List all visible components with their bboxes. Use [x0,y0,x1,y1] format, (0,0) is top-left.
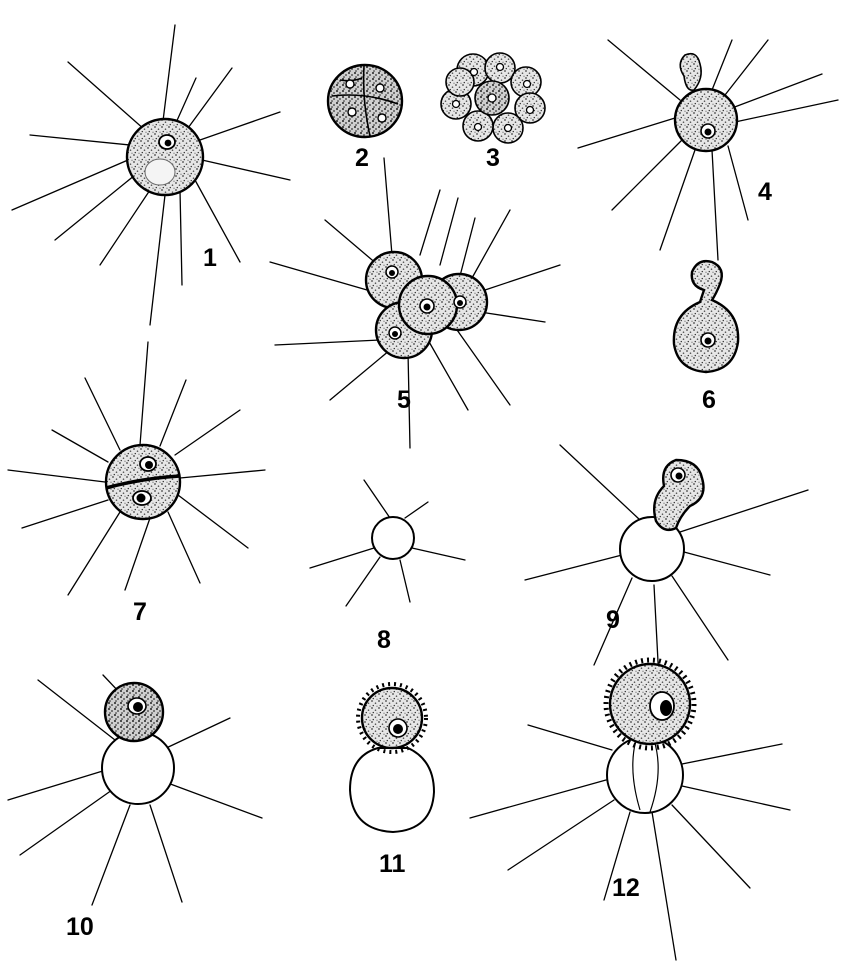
figure-label-4: 4 [758,178,772,206]
figure-label-10: 10 [66,913,94,941]
empty-test [350,748,434,832]
figure-label-5: 5 [397,386,411,414]
figure-label-1: 1 [203,244,217,272]
budding-cell [674,261,738,372]
empty-test [102,732,174,804]
figure-label-7: 7 [133,598,147,626]
figure-label-2: 2 [355,144,369,172]
empty-test [372,517,414,559]
vacuole [145,159,175,185]
figure-label-9: 9 [606,606,620,634]
figure-label-12: 12 [612,874,640,902]
figure-2: 2 [328,65,402,172]
figure-8: 8 [310,480,465,654]
figure-label-11: 11 [379,850,406,878]
spiny-cyst [606,660,694,748]
figure-label-8: 8 [377,626,391,654]
figure-1: 1 [12,25,290,325]
figure-label-6: 6 [702,386,716,414]
bud [680,54,701,91]
figure-6: 6 [674,261,738,414]
figure-11: 11 [350,684,434,878]
figure-12: 12 [470,660,790,960]
figure-10: 10 [8,675,262,941]
figure-label-3: 3 [486,144,500,172]
figure-7: 7 [8,342,265,626]
figure-5: 5 [270,158,560,448]
parent-cell [675,89,737,151]
nucleolus [165,140,172,147]
figure-4: 4 [578,40,838,260]
spiny-cyst [358,684,426,752]
figure-3: 3 [441,53,545,172]
dividing-cell [106,445,180,519]
